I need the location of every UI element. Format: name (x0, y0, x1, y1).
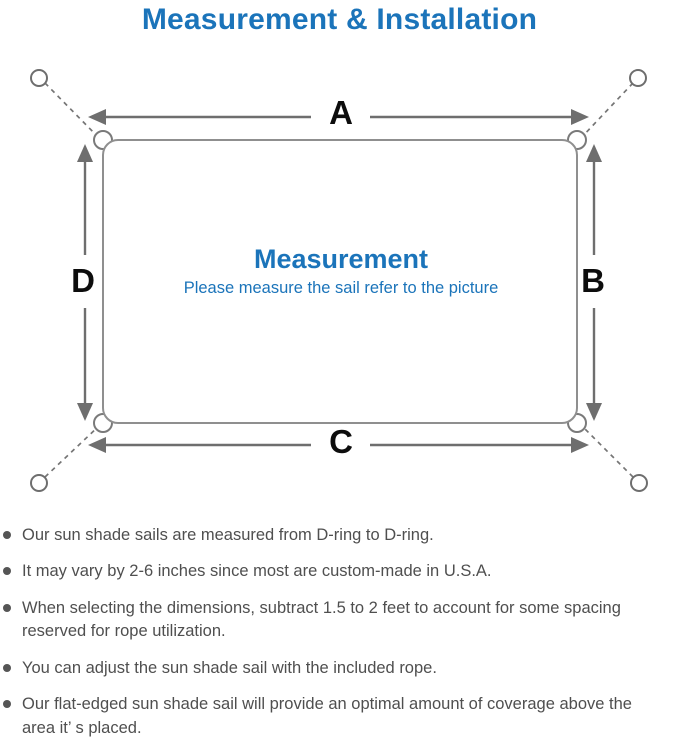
bullet-icon (3, 531, 11, 539)
dimension-label-c: C (329, 423, 353, 460)
anchor-point-top-right-icon (629, 69, 647, 87)
dimension-label-d: D (71, 262, 95, 299)
rope-line-top-left-icon (44, 82, 101, 140)
anchor-points (30, 69, 648, 492)
measurement-diagram: A B C D Measurement Please measure the s… (30, 69, 648, 492)
notes-list: Our sun shade sails are measured from D-… (0, 524, 679, 739)
tension-rope-lines (44, 82, 634, 478)
note-text: It may vary by 2-6 inches since most are… (22, 562, 492, 581)
arrowhead-left-icon (88, 109, 106, 125)
diagram-heading: Measurement (254, 244, 428, 274)
bullet-icon (3, 603, 11, 612)
arrowhead-down-icon (77, 403, 93, 421)
note-text: You can adjust the sun shade sail with t… (22, 658, 437, 677)
bullet-icon (3, 567, 11, 576)
dimension-arrow-c (88, 437, 589, 453)
arrowhead-left-icon (88, 437, 106, 453)
list-item: Our sun shade sails are measured from D-… (0, 524, 669, 547)
anchor-point-top-left-icon (30, 69, 48, 87)
list-item: Our flat-edged sun shade sail will provi… (0, 693, 669, 739)
list-item: You can adjust the sun shade sail with t… (0, 657, 669, 680)
anchor-point-bottom-right-icon (630, 474, 648, 492)
anchor-point-bottom-left-icon (30, 474, 48, 492)
note-text: Our sun shade sails are measured from D-… (22, 526, 434, 544)
arrowhead-down-icon (586, 403, 602, 421)
rope-line-bottom-left-icon (44, 424, 101, 478)
bullet-icon (3, 700, 11, 709)
shade-sail-outline (102, 139, 578, 424)
arrowhead-up-icon (586, 144, 602, 162)
note-text: When selecting the dimensions, subtract … (22, 598, 621, 641)
list-item: When selecting the dimensions, subtract … (0, 597, 669, 644)
bullet-icon (3, 663, 11, 672)
rope-line-bottom-right-icon (580, 424, 634, 478)
arrowhead-right-icon (571, 437, 589, 453)
page-title: Measurement & Installation (141, 3, 538, 36)
diagram-subtitle: Please measure the sail refer to the pic… (184, 279, 499, 297)
arrowhead-right-icon (571, 109, 589, 125)
list-item: It may vary by 2-6 inches since most are… (0, 560, 669, 583)
rope-line-top-right-icon (579, 82, 634, 140)
note-text: Our flat-edged sun shade sail will provi… (22, 695, 632, 737)
arrowhead-up-icon (77, 144, 93, 162)
dimension-arrow-b (586, 144, 602, 421)
dimension-arrow-a (88, 109, 589, 125)
dimension-label-b: B (581, 262, 605, 299)
dimension-arrow-d (77, 144, 93, 421)
dimension-label-a: A (329, 94, 353, 131)
